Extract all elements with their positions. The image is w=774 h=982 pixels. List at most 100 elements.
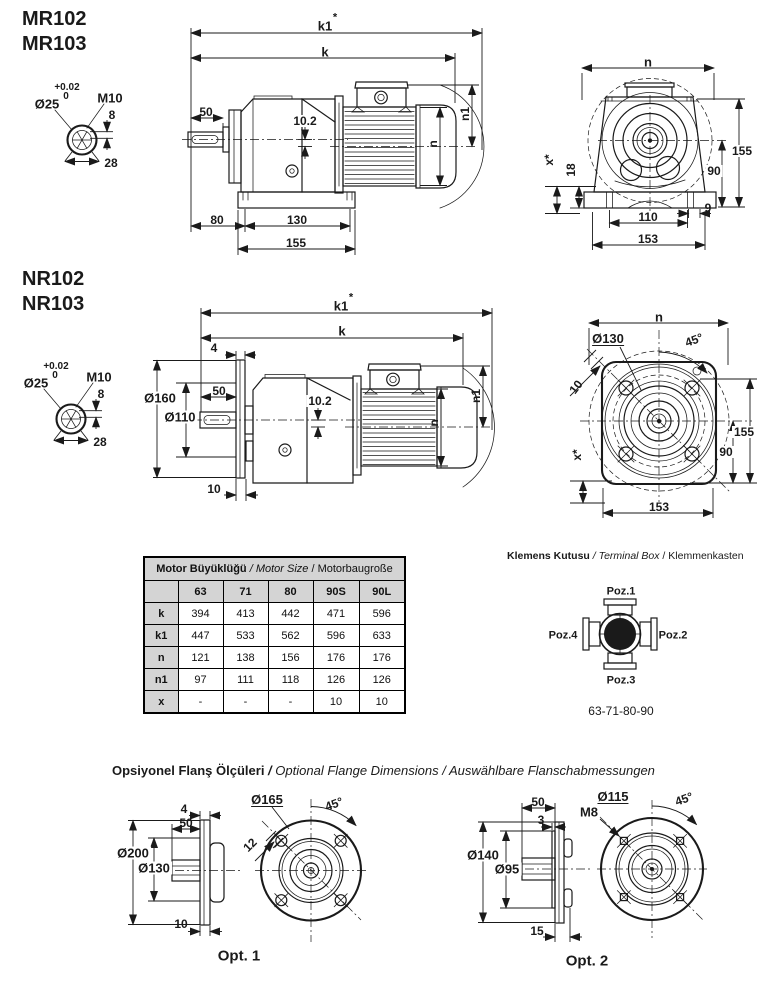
nr-front-155-label: 155 [731, 425, 757, 439]
opt2-dim-3-label: 3 [537, 813, 545, 827]
size-col-63: 63 [177, 580, 224, 603]
opt1-dim-165-label: Ø165 [251, 792, 283, 807]
mr-dim-k1-label: k1 [317, 18, 333, 34]
nr-front-n-label: n [655, 309, 663, 325]
nr-shaft-section [43, 382, 102, 445]
size-col-90l: 90L [358, 580, 406, 603]
nr-model-title-2: NR103 [22, 293, 85, 315]
mr-dim-n1-label: n1 [458, 106, 472, 122]
nr-shaft-diameter-label: Ø25 [23, 375, 49, 391]
nr-shaft-key-width-label: 8 [97, 387, 105, 401]
nr-model-title-1: NR102 [22, 268, 85, 290]
opt1-dim-4-label: 4 [180, 802, 188, 816]
nr-side-dimensions [153, 308, 493, 501]
nr-shaft-tolerance-lower-label: 0 [52, 370, 58, 381]
opt2-side-dimensions [478, 803, 582, 942]
opt1-dim-10-label: 10 [174, 917, 188, 931]
opt2-dim-50-label: 50 [531, 795, 545, 809]
mr-dim-155-label: 155 [285, 236, 307, 250]
opt2-bolt-holes [616, 833, 688, 905]
opt1-dim-50-label: 50 [179, 816, 193, 830]
flange-options-heading: Opsiyonel Flanş Ölçüleri / Optional Flan… [112, 763, 655, 778]
size-table-header-row: 63 71 80 90S 90L [143, 580, 406, 603]
mr-front-18-label: 18 [564, 163, 578, 177]
size-table-title: Motor Büyüklüğü / Motor Size / Motorbaug… [143, 556, 406, 581]
nr-front-90-label: 90 [717, 445, 735, 459]
nr-dim-50-label: 50 [212, 384, 226, 398]
mr-front-153-label: 153 [637, 232, 659, 246]
mr-shaft-tolerance-lower-label: 0 [63, 91, 69, 102]
mr-front-x-label: x* [542, 154, 556, 166]
opt2-dim-m8-label: M8 [579, 804, 599, 820]
opt2-dim-140-label: Ø140 [465, 847, 501, 863]
mr-side-dimensions [190, 28, 483, 255]
mr-model-title-1: MR102 [22, 8, 87, 30]
mr-shaft-section [54, 103, 113, 166]
size-row-x: x - - - 10 10 [143, 690, 406, 714]
nr-shaft-tolerance-upper-label: +0.02 [43, 361, 69, 372]
opt1-caption: Opt. 1 [217, 947, 261, 965]
terminal-poz4-label: Poz.4 [548, 629, 578, 642]
mr-front-90-label: 90 [705, 164, 723, 178]
mr-dim-k1-star: * [332, 11, 338, 24]
mr-side-geometry [182, 81, 485, 209]
nr-dim-160-label: Ø160 [142, 390, 178, 406]
opt2-dim-115-label: Ø115 [597, 789, 629, 804]
nr-dim-n1-label: n1 [469, 388, 483, 404]
mr-model-title-2: MR103 [22, 33, 87, 55]
opt1-front-dimensions [254, 806, 357, 862]
nr-front-bolt-holes [617, 379, 701, 463]
mr-shaft-detail-drawing [54, 103, 113, 166]
nr-dim-4-label: 4 [210, 341, 218, 355]
nr-side-view-drawing [153, 308, 495, 501]
nr-shaft-key-span-label: 28 [93, 435, 107, 449]
opt2-caption: Opt. 2 [565, 952, 609, 970]
nr-front-153-label: 153 [648, 500, 670, 514]
opt1-bolt-holes [274, 833, 348, 908]
nr-dim-10-label: 10 [207, 482, 221, 496]
mr-dim-130-label: 130 [286, 213, 308, 227]
nr-dim-k1-star: * [348, 291, 354, 304]
opt1-dim-200-label: Ø200 [115, 845, 151, 861]
mr-shaft-key-width-label: 8 [108, 108, 116, 122]
mr-front-155-label: 155 [729, 144, 755, 158]
opt2-front-geometry [597, 800, 707, 938]
opt1-front-geometry [255, 799, 367, 942]
nr-front-geometry [580, 330, 752, 502]
terminal-box-geometry [582, 598, 658, 670]
size-row-n1: n1 97 111 118 126 126 [143, 668, 406, 691]
mr-dim-k-label: k [321, 44, 329, 60]
size-table-corner-cell [143, 580, 179, 603]
nr-front-x-label: x* [570, 449, 584, 461]
nr-dim-n-label: n [427, 419, 441, 427]
flange-opt1-drawing [128, 799, 367, 942]
opt1-dim-130-label: Ø130 [136, 860, 172, 876]
mr-side-view-drawing [182, 28, 485, 255]
nr-dim-10-2-label: 10.2 [306, 394, 334, 408]
nr-shaft-thread-label: M10 [86, 369, 112, 385]
mr-front-geometry [583, 78, 728, 213]
terminal-poz1-label: Poz.1 [606, 585, 636, 598]
mr-shaft-key-span-label: 28 [104, 156, 118, 170]
opt1-side-dimensions [128, 811, 222, 936]
mr-dim-50-label: 50 [199, 105, 213, 119]
nr-dim-k-label: k [338, 323, 346, 339]
size-row-n: n 121 138 156 176 176 [143, 646, 406, 669]
size-row-k: k 394 413 442 471 596 [143, 602, 406, 625]
terminal-poz3-label: Poz.3 [606, 674, 636, 687]
size-row-k1: k1 447 533 562 596 633 [143, 624, 406, 647]
mr-dim-80-label: 80 [210, 213, 224, 227]
terminal-poz2-label: Poz.2 [658, 629, 688, 642]
nr-side-geometry [193, 359, 495, 488]
motor-size-table: Motor Büyüklüğü / Motor Size / Motorbaug… [143, 556, 406, 714]
opt2-dim-15-label: 15 [530, 924, 544, 938]
flange-opt2-drawing [478, 800, 707, 942]
mr-front-n-label: n [644, 54, 652, 70]
mr-shaft-diameter-label: Ø25 [34, 96, 60, 112]
nr-dim-k1-label: k1 [333, 298, 349, 314]
mr-shaft-tolerance-upper-label: +0.02 [54, 82, 80, 93]
opt2-dim-95-label: Ø95 [492, 861, 522, 877]
nr-shaft-detail-drawing [43, 382, 102, 445]
nr-front-view-drawing [569, 319, 757, 518]
mr-front-9-label: 9 [704, 201, 712, 215]
